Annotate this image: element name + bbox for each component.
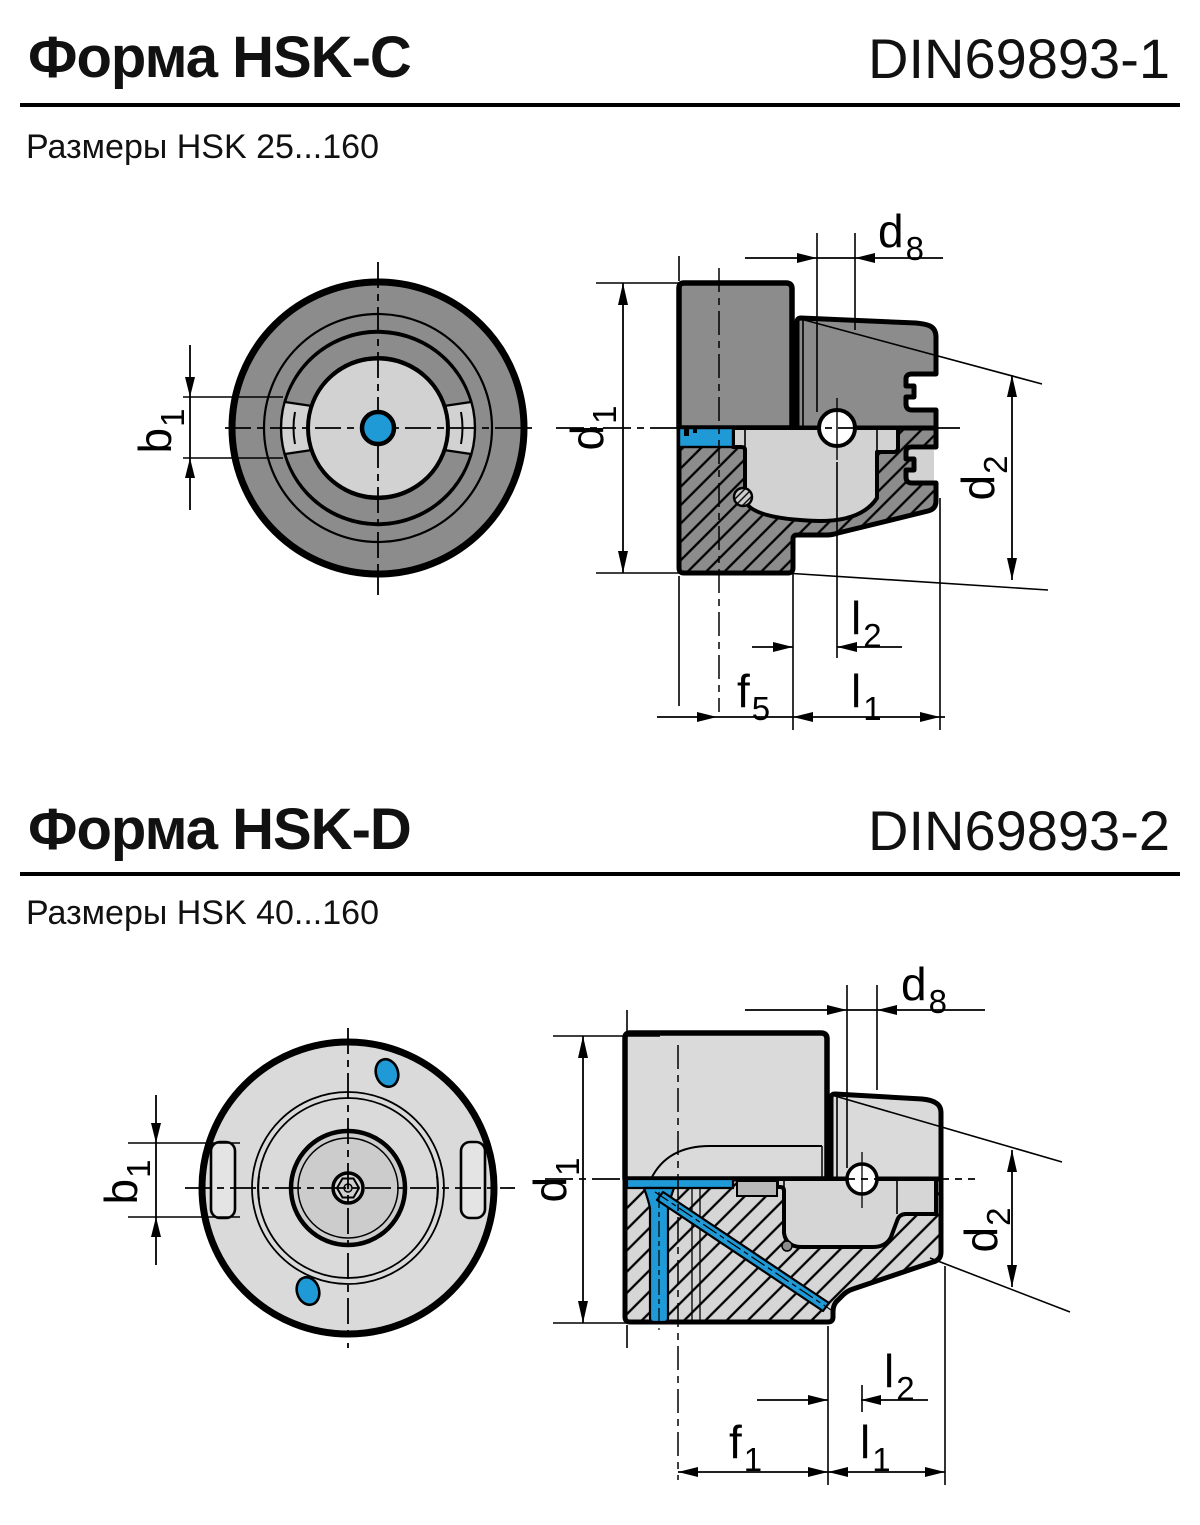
section-d-subtitle: Размеры HSK 40...160: [26, 894, 379, 932]
d-flange: [622, 1030, 830, 1182]
dim-label-l2-d: l2: [884, 1345, 915, 1407]
d-dim-d8: d8: [745, 958, 985, 1020]
c-coolant-hole: [359, 409, 397, 447]
d-coolant-hole-top: [374, 1057, 400, 1089]
c-shank-upper: [794, 315, 939, 431]
dim-label-l1: l1: [851, 665, 882, 727]
d-slot-left: [209, 1140, 237, 1220]
dim-label-d2-d: d2: [955, 1208, 1017, 1253]
dim-label-d1-d: d1: [524, 1158, 586, 1203]
d-dim-d1: d1: [524, 1035, 660, 1324]
dim-label-b1-d: b1: [95, 1160, 157, 1205]
dim-label-d8: d8: [878, 205, 924, 267]
d-shank-upper: [828, 1091, 944, 1182]
c-dim-d1: d1: [561, 282, 690, 574]
d-key-detail: [736, 1180, 778, 1197]
d-dim-b1: b1: [95, 1095, 240, 1265]
c-set-screw: [732, 486, 754, 508]
dim-label-l2: l2: [851, 592, 882, 654]
c-bore-cavity: [731, 426, 900, 523]
hsk-d-front-view: b1: [95, 1028, 515, 1348]
c-dim-b1: b1: [129, 345, 283, 510]
dim-label-l1-d: l1: [860, 1416, 891, 1478]
dim-label-f5: f5: [737, 665, 770, 727]
c-dim-f5-l1: f5 l1: [657, 665, 945, 727]
d-coolant-channels: [625, 1177, 835, 1330]
d-dim-d2: d2: [955, 1150, 1017, 1287]
c-dim-d2: d2: [952, 375, 1017, 580]
section-c-rule: [20, 103, 1180, 107]
hsk-d-side-view: d8 d1 d2 l2: [524, 958, 1071, 1485]
c-dim-d8: d8: [745, 205, 943, 267]
section-d-rule: [20, 872, 1180, 876]
c-flange: [676, 280, 795, 431]
dim-label-d1: d1: [561, 406, 623, 451]
dim-label-b1: b1: [129, 409, 191, 454]
section-d-title: Форма HSK-D: [28, 797, 412, 862]
hsk-c-front-view: b1: [129, 262, 532, 595]
section-c-standard: DIN69893-1: [868, 27, 1170, 90]
section-d-standard: DIN69893-2: [868, 799, 1170, 862]
hsk-c-side-view: d8 d1 d2 l2: [556, 205, 1049, 730]
dim-label-d2: d2: [952, 456, 1014, 501]
c-dim-l2: l2: [752, 592, 902, 654]
d-slot-right: [459, 1140, 487, 1220]
d-dim-l2: l2: [757, 1345, 928, 1407]
dim-label-d8-d: d8: [901, 958, 947, 1020]
dim-label-f1: f1: [729, 1416, 762, 1478]
section-c-subtitle: Размеры HSK 25...160: [26, 128, 379, 166]
d-dim-f1-l1: f1 l1: [678, 1416, 945, 1478]
d-coolant-hole-bottom: [295, 1275, 321, 1307]
section-c-title: Форма HSK-C: [28, 25, 412, 90]
